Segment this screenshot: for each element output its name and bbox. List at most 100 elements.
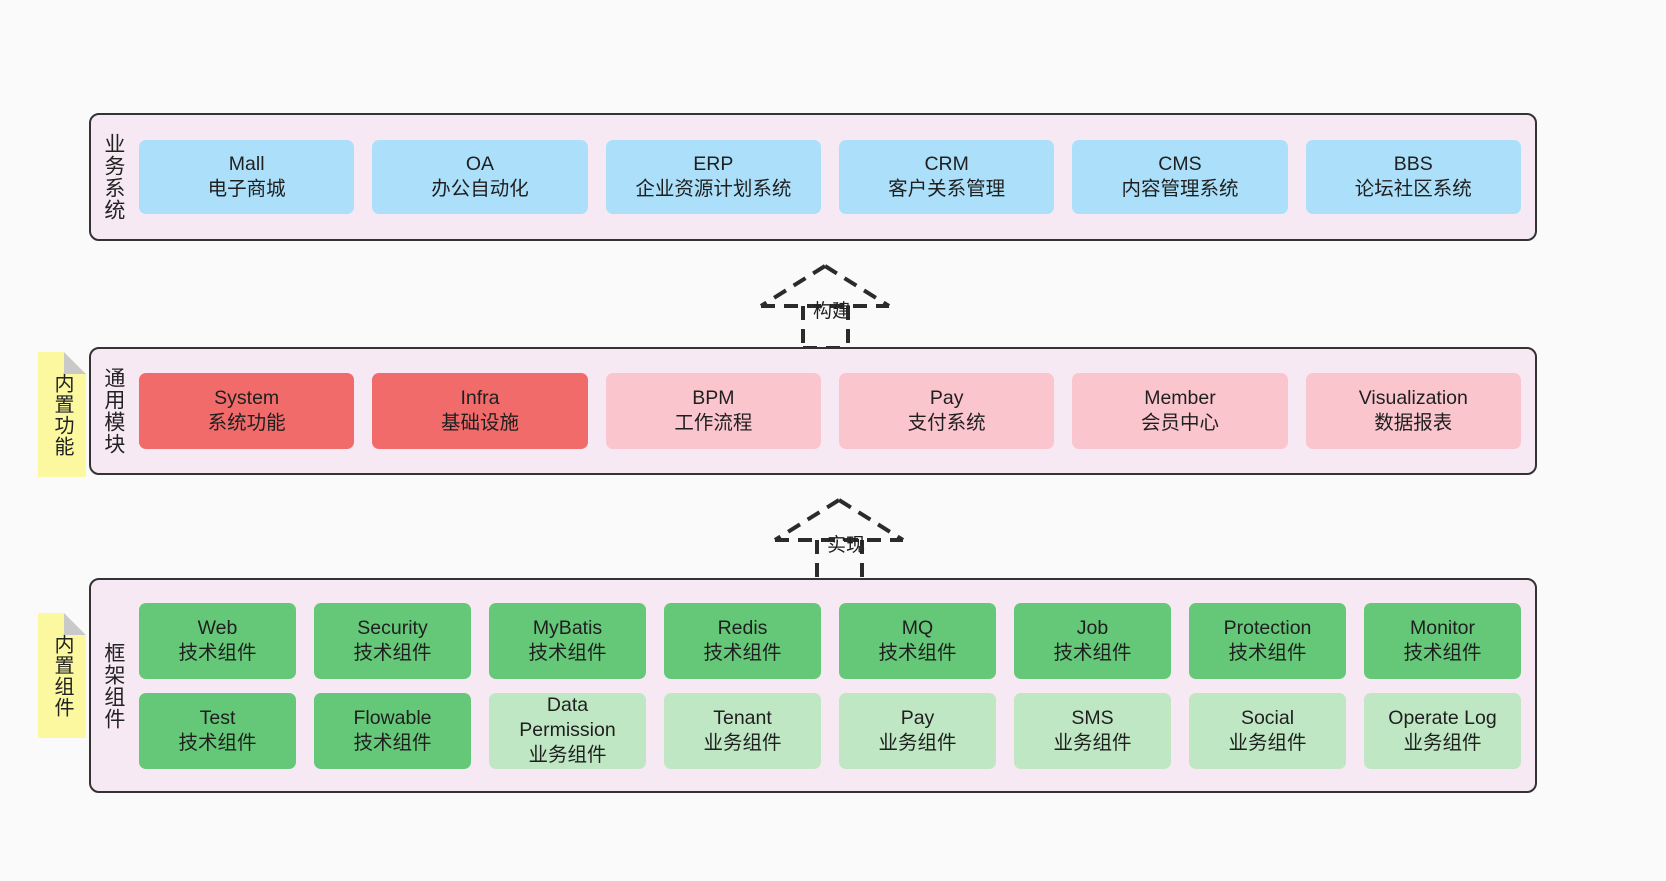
module-card-visualization[interactable]: Visualization 数据报表 (1305, 373, 1521, 449)
note-builtin-function: 内置功能 (38, 352, 86, 477)
component-card-mq[interactable]: MQ 技术组件 (839, 602, 996, 679)
component-card-test[interactable]: Test 技术组件 (139, 692, 296, 769)
module-card-subtitle: 支付系统 (907, 412, 986, 434)
module-card-subtitle: 客户关系管理 (888, 178, 1006, 200)
cell-row: Web 技术组件 Security 技术组件 MyBatis 技术组件 Redi… (139, 602, 1521, 679)
layer-title-framework-component: 框架组件 (101, 641, 125, 730)
component-card-data-permission[interactable]: Data Permission 业务组件 (489, 692, 646, 769)
component-card-subtitle: 业务组件 (878, 731, 957, 754)
connector-label-implement: 实现 (827, 535, 866, 556)
module-card-erp[interactable]: ERP 企业资源计划系统 (605, 140, 821, 214)
module-card-subtitle: 系统功能 (207, 412, 286, 434)
note-fold-icon (64, 613, 86, 635)
component-card-pay[interactable]: Pay 业务组件 (839, 692, 996, 769)
module-card-system[interactable]: System 系统功能 (139, 373, 355, 449)
module-card-title: Visualization (1358, 387, 1468, 410)
layer-common-module: 通用模块 System 系统功能 Infra 基础设施 BPM 工作流程 Pay… (89, 347, 1537, 475)
component-card-title: Protection (1223, 616, 1312, 639)
component-card-title: Test (199, 706, 236, 729)
connector-implement: 实现 (769, 492, 919, 584)
note-label: 内置功能 (51, 372, 73, 457)
module-card-title: BBS (1393, 153, 1433, 176)
module-card-title: CRM (924, 153, 969, 176)
module-card-oa[interactable]: OA 办公自动化 (372, 140, 588, 214)
module-card-cms[interactable]: CMS 内容管理系统 (1072, 140, 1288, 214)
layer-body-framework-component: Web 技术组件 Security 技术组件 MyBatis 技术组件 Redi… (135, 580, 1535, 791)
component-card-tenant[interactable]: Tenant 业务组件 (664, 692, 821, 769)
component-card-title: Redis (717, 616, 768, 639)
cell-row: System 系统功能 Infra 基础设施 BPM 工作流程 Pay 支付系统… (139, 373, 1521, 449)
component-card-title: SMS (1071, 706, 1114, 729)
module-card-crm[interactable]: CRM 客户关系管理 (838, 140, 1055, 214)
component-card-title: Tenant (713, 706, 772, 729)
component-card-title: Monitor (1409, 616, 1476, 639)
component-card-flowable[interactable]: Flowable 技术组件 (314, 692, 471, 769)
module-card-subtitle: 企业资源计划系统 (635, 178, 792, 200)
module-card-bpm[interactable]: BPM 工作流程 (605, 373, 821, 449)
component-card-title: Data Permission (519, 694, 616, 742)
component-card-subtitle: 业务组件 (1403, 731, 1482, 754)
module-card-title: System (214, 387, 280, 410)
component-card-social[interactable]: Social 业务组件 (1189, 692, 1346, 769)
component-card-redis[interactable]: Redis 技术组件 (664, 602, 821, 679)
component-card-subtitle: 技术组件 (528, 641, 607, 664)
component-card-operate-log[interactable]: Operate Log 业务组件 (1364, 692, 1521, 769)
module-card-title: Infra (460, 387, 500, 410)
component-card-subtitle: 技术组件 (878, 641, 957, 664)
component-card-subtitle: 业务组件 (1053, 731, 1132, 754)
note-label: 内置组件 (51, 633, 73, 718)
component-card-sms[interactable]: SMS 业务组件 (1014, 692, 1171, 769)
component-card-subtitle: 技术组件 (1228, 641, 1307, 664)
layer-framework-component: 框架组件 Web 技术组件 Security 技术组件 MyBatis 技术组件… (89, 578, 1537, 793)
connector-label-build: 构建 (813, 301, 852, 322)
module-card-subtitle: 工作流程 (674, 412, 753, 434)
component-card-subtitle: 业务组件 (528, 743, 607, 766)
note-builtin-component: 内置组件 (38, 613, 86, 738)
module-card-bbs[interactable]: BBS 论坛社区系统 (1305, 140, 1521, 214)
layer-business-system: 业务系统 Mall 电子商城 OA 办公自动化 ERP 企业资源计划系统 CRM… (89, 113, 1537, 241)
cell-row: Test 技术组件 Flowable 技术组件 Data Permission … (139, 692, 1521, 769)
module-card-subtitle: 数据报表 (1374, 412, 1453, 434)
component-card-subtitle: 技术组件 (1053, 641, 1132, 664)
component-card-title: MQ (901, 616, 934, 639)
component-card-subtitle: 业务组件 (703, 731, 782, 754)
module-card-title: CMS (1158, 153, 1202, 176)
component-card-title: Security (357, 616, 428, 639)
module-card-subtitle: 论坛社区系统 (1354, 178, 1472, 200)
layer-title-common-module: 通用模块 (101, 367, 125, 455)
module-card-title: OA (465, 153, 495, 176)
note-fold-icon (64, 352, 86, 374)
component-card-subtitle: 技术组件 (353, 731, 432, 754)
component-card-subtitle: 业务组件 (1228, 731, 1307, 754)
component-card-web[interactable]: Web 技术组件 (139, 602, 296, 679)
module-card-pay[interactable]: Pay 支付系统 (838, 373, 1055, 449)
component-card-subtitle: 技术组件 (353, 641, 432, 664)
layer-body-business-system: Mall 电子商城 OA 办公自动化 ERP 企业资源计划系统 CRM 客户关系… (135, 115, 1535, 239)
cell-row: Mall 电子商城 OA 办公自动化 ERP 企业资源计划系统 CRM 客户关系… (139, 140, 1521, 214)
component-card-job[interactable]: Job 技术组件 (1014, 602, 1171, 679)
module-card-title: ERP (693, 153, 734, 176)
module-card-subtitle: 内容管理系统 (1121, 178, 1239, 200)
module-card-infra[interactable]: Infra 基础设施 (372, 373, 588, 449)
component-card-protection[interactable]: Protection 技术组件 (1189, 602, 1346, 679)
module-card-member[interactable]: Member 会员中心 (1072, 373, 1288, 449)
component-card-security[interactable]: Security 技术组件 (314, 602, 471, 679)
module-card-mall[interactable]: Mall 电子商城 (139, 140, 355, 214)
module-card-subtitle: 基础设施 (440, 412, 519, 434)
component-card-title: MyBatis (532, 616, 603, 639)
component-card-monitor[interactable]: Monitor 技术组件 (1364, 602, 1521, 679)
connector-build: 构建 (755, 258, 905, 350)
module-card-subtitle: 会员中心 (1140, 412, 1219, 434)
layer-title-business-system: 业务系统 (101, 133, 125, 221)
component-card-title: Social (1240, 706, 1295, 729)
module-card-title: Member (1144, 387, 1216, 410)
module-card-title: Mall (228, 153, 265, 176)
component-card-subtitle: 技术组件 (178, 641, 257, 664)
module-card-subtitle: 办公自动化 (431, 178, 529, 200)
component-card-mybatis[interactable]: MyBatis 技术组件 (489, 602, 646, 679)
layer-body-common-module: System 系统功能 Infra 基础设施 BPM 工作流程 Pay 支付系统… (135, 349, 1535, 473)
component-card-title: Pay (900, 706, 935, 729)
module-card-title: BPM (692, 387, 735, 410)
module-card-subtitle: 电子商城 (207, 178, 286, 200)
